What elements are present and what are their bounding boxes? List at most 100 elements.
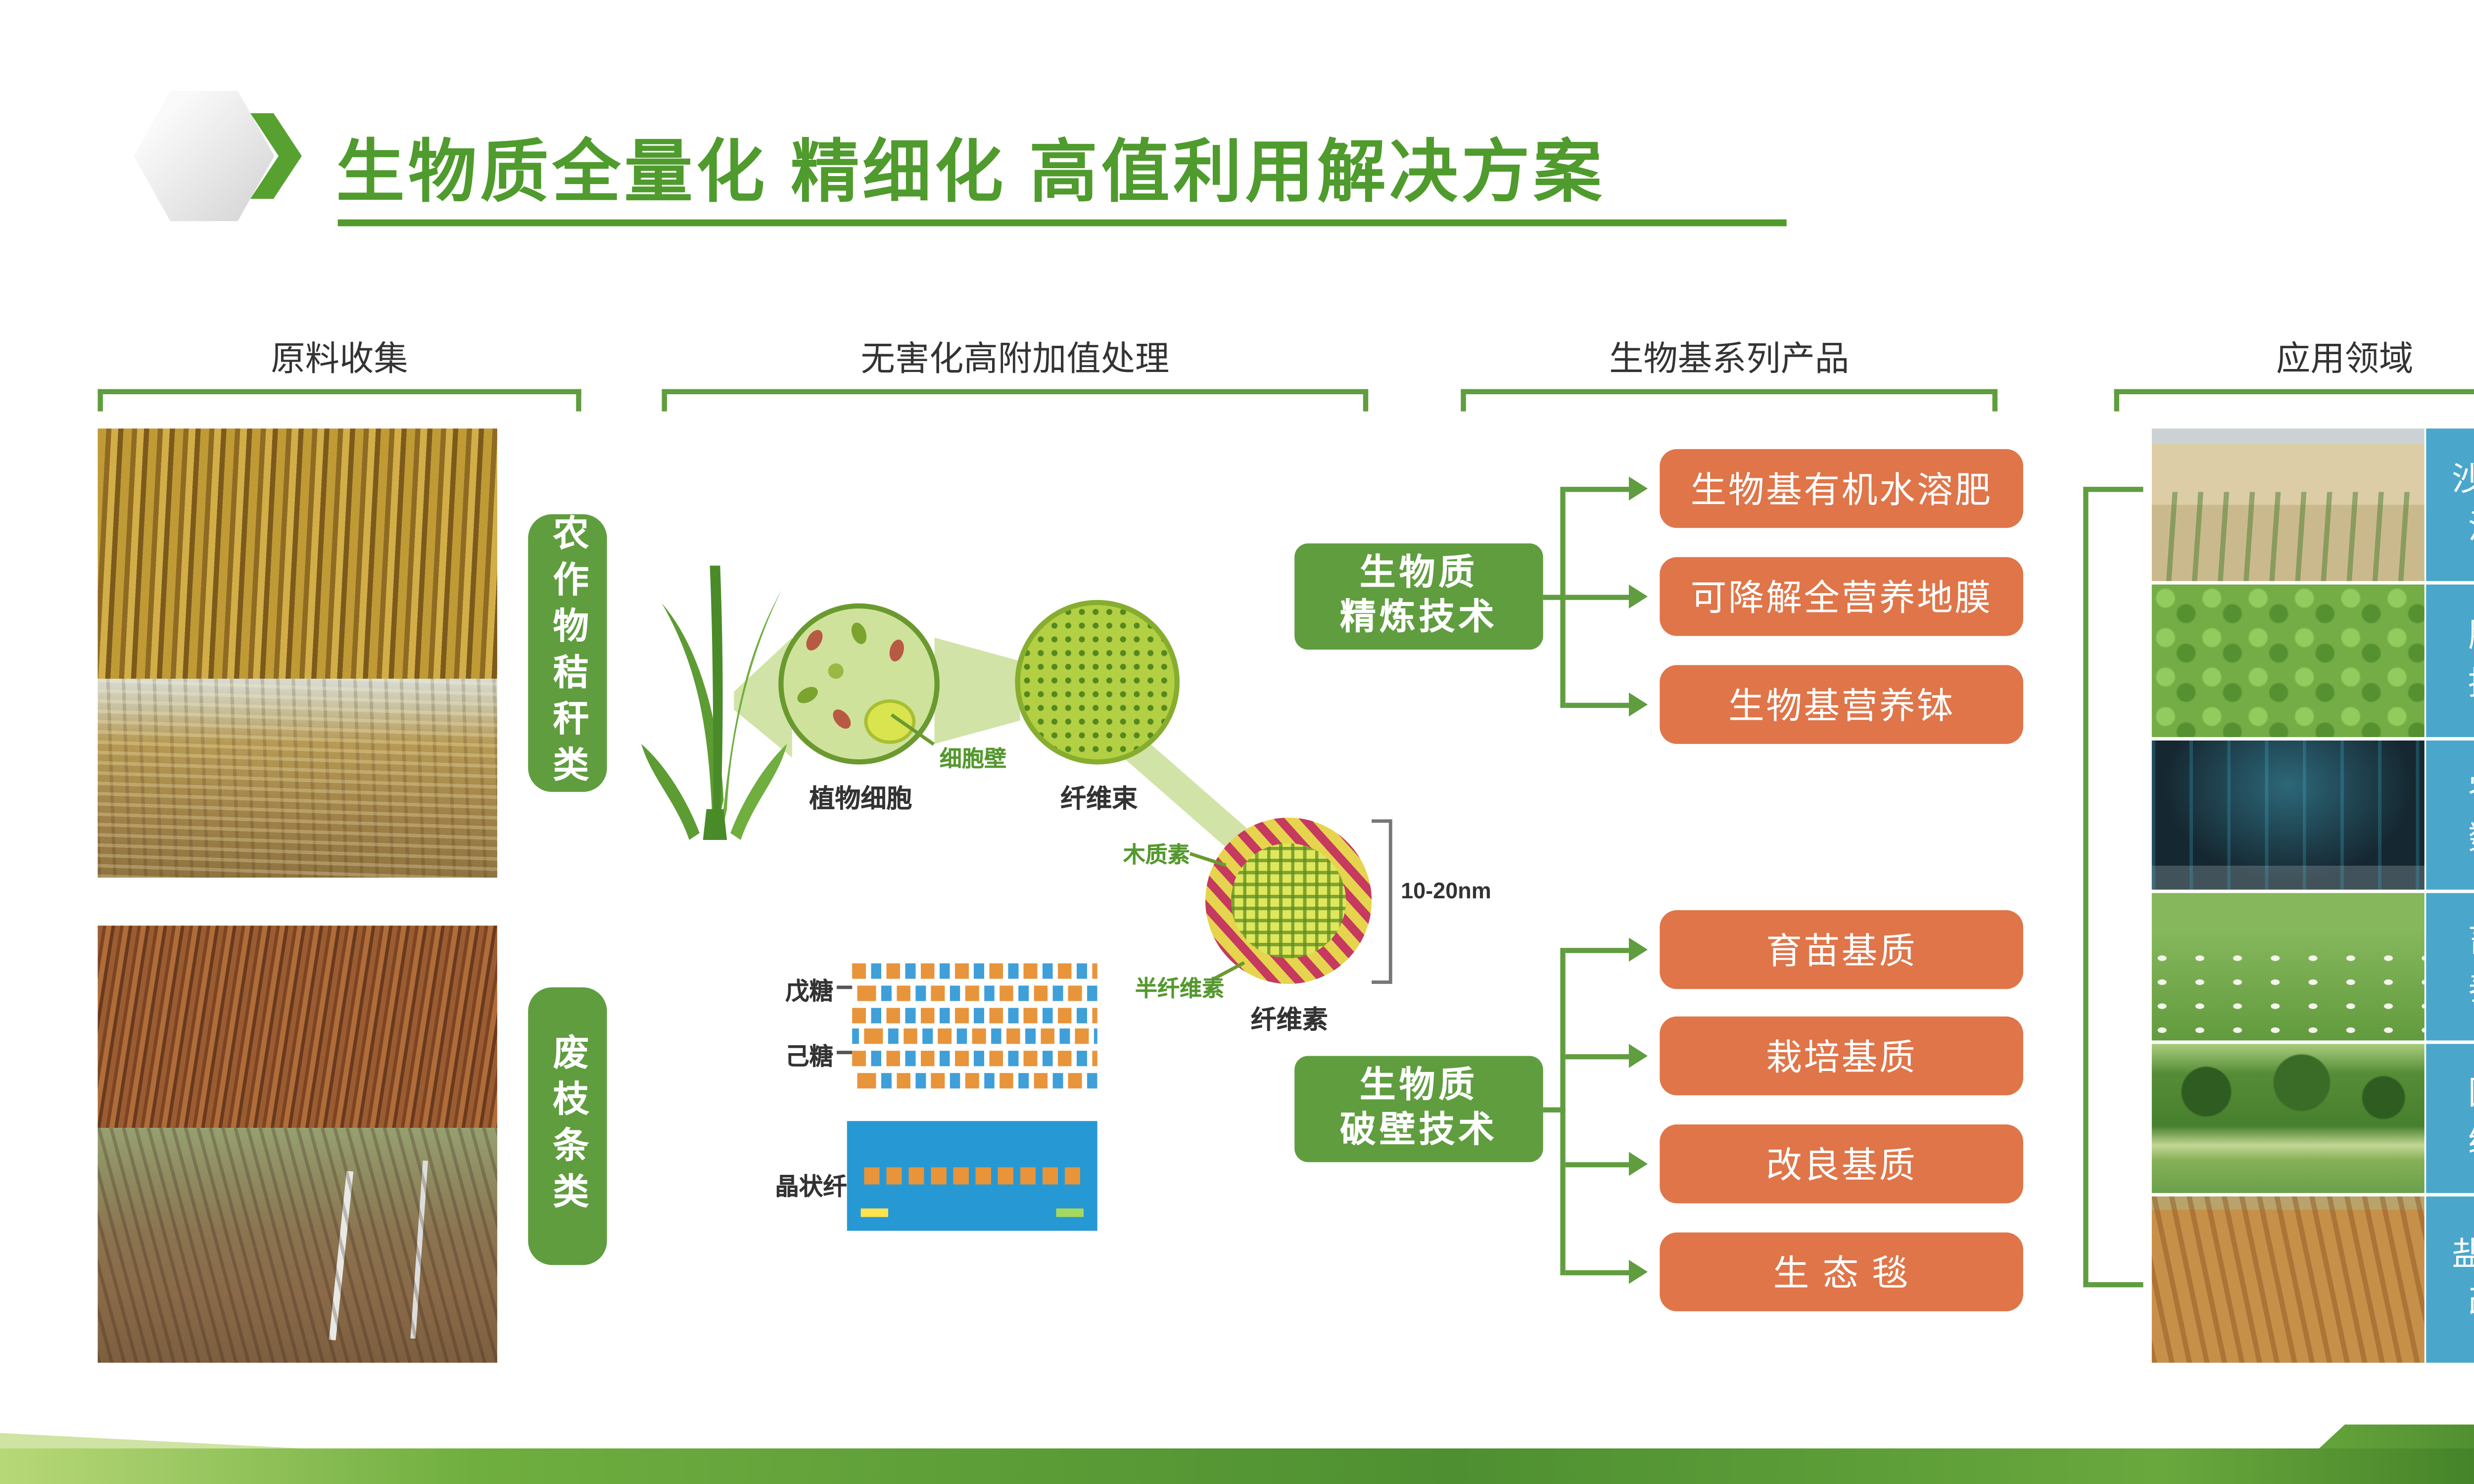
cellulose-core bbox=[1231, 843, 1346, 959]
app-label-line: 治理 bbox=[2468, 505, 2474, 552]
annotation-mark bbox=[1056, 1208, 1084, 1217]
plant-illustration bbox=[641, 565, 787, 840]
cell-nucleus bbox=[864, 699, 916, 744]
arrow-icon bbox=[1628, 1044, 1648, 1068]
fiber-bundle-label: 纤维束 bbox=[1060, 785, 1138, 814]
product-pill-nutrition-pot: 生物基营养钵 bbox=[1660, 665, 2023, 744]
hexose-label: 己糖 bbox=[785, 1042, 834, 1070]
bracket-processing bbox=[662, 389, 1369, 412]
app-label-line: 数据 bbox=[2468, 815, 2474, 862]
photo-livestock-breeding bbox=[2151, 893, 2425, 1041]
app-label-saline-soil: 盐碱地 改良 bbox=[2426, 1196, 2474, 1363]
beam-cell-to-fiber bbox=[934, 638, 1020, 744]
product-pill-eco-blanket: 生 态 毯 bbox=[1660, 1232, 2023, 1311]
header-processing: 无害化高附加值处理 bbox=[860, 341, 1170, 379]
dimension-line bbox=[1388, 819, 1392, 984]
dimension-tick bbox=[1372, 980, 1391, 983]
vine-post bbox=[411, 1160, 429, 1340]
hemicellulose-label: 半纤维素 bbox=[1135, 975, 1225, 1001]
connector-branch bbox=[1565, 1162, 1629, 1167]
app-label-livestock: 畜牧 养殖 bbox=[2426, 893, 2474, 1041]
sugar-chain-row bbox=[852, 1008, 1097, 1023]
photo-desertification-control bbox=[2151, 428, 2425, 581]
product-pill-degradable-mulch-film: 可降解全营养地膜 bbox=[1660, 557, 2023, 636]
group-label-waste-branches: 废枝条类 bbox=[528, 987, 607, 1265]
organelle-dot bbox=[829, 706, 855, 732]
bracket-products bbox=[1461, 389, 1998, 412]
app-label-line: 盐碱地 bbox=[2452, 1232, 2474, 1279]
cellulose-fiber-cross-section bbox=[1205, 817, 1372, 984]
tech-box-refining: 生物质 精炼技术 bbox=[1294, 543, 1543, 650]
header-applications: 应用领域 bbox=[2276, 341, 2414, 379]
app-label-line: 园林 bbox=[2468, 1071, 2474, 1118]
photo-corn-straw bbox=[97, 428, 497, 679]
arrow-icon bbox=[1628, 584, 1648, 609]
tech-box-line: 生物质 bbox=[1359, 553, 1478, 593]
connector-trunk bbox=[1560, 948, 1566, 1276]
organelle-dot bbox=[803, 627, 826, 653]
app-label-line: 养殖 bbox=[2468, 967, 2474, 1014]
photo-straw-bales bbox=[97, 679, 497, 878]
photo-agriculture-data bbox=[2151, 740, 2425, 890]
tech-box-wall-breaking: 生物质 破壁技术 bbox=[1294, 1056, 1543, 1162]
bracket-raw bbox=[97, 389, 581, 412]
connector-branch bbox=[1565, 1054, 1629, 1060]
lignin-label: 木质素 bbox=[1123, 841, 1190, 868]
tech-box-line: 破壁技术 bbox=[1340, 1111, 1498, 1151]
header-raw-collection: 原料收集 bbox=[271, 341, 408, 379]
cell-wall-label: 细胞壁 bbox=[939, 745, 1007, 772]
cellulose-label: 纤维素 bbox=[1250, 1006, 1328, 1035]
app-label-line: 绿化 bbox=[2468, 1118, 2474, 1165]
app-label-agriculture-data: 农业 数据 bbox=[2426, 740, 2474, 890]
dimension-tick bbox=[1372, 819, 1391, 822]
page-title: 生物质全量化 精细化 高值利用解决方案 bbox=[336, 135, 1606, 211]
photo-vine-branches bbox=[97, 1128, 497, 1363]
arrow-icon bbox=[1628, 937, 1648, 962]
connector-stub bbox=[1543, 595, 1566, 600]
product-pill-cultivation-substrate: 栽培基质 bbox=[1660, 1016, 2023, 1096]
fiber-bundle-diagram bbox=[1015, 600, 1180, 765]
connector-branch bbox=[1565, 702, 1629, 708]
apps-bracket-top-stub bbox=[2088, 487, 2143, 492]
app-label-line: 畜牧 bbox=[2468, 920, 2474, 967]
sugar-chain-row bbox=[852, 963, 1097, 979]
sugar-chain-row bbox=[852, 1028, 1097, 1044]
organelle-dot bbox=[828, 663, 844, 679]
connector-stub bbox=[1543, 1107, 1566, 1113]
photo-fertility-improvement bbox=[2151, 584, 2425, 738]
plant-cell-diagram bbox=[778, 603, 940, 765]
footer-bar bbox=[0, 1448, 2474, 1484]
arrow-icon bbox=[1628, 1152, 1648, 1176]
arrow-icon bbox=[1628, 692, 1648, 717]
photo-pruned-branches bbox=[97, 926, 497, 1128]
cellulose-chain bbox=[864, 1167, 1081, 1185]
vine-post bbox=[329, 1170, 353, 1340]
bracket-applications bbox=[2114, 389, 2474, 412]
fiber-diameter-label: 10-20nm bbox=[1401, 878, 1491, 904]
plant-cell-label: 植物细胞 bbox=[809, 785, 912, 814]
pentose-label: 戊糖 bbox=[785, 977, 834, 1005]
app-label-line: 肥力 bbox=[2468, 613, 2474, 660]
arrow-icon bbox=[1628, 476, 1648, 501]
sugar-chain-row bbox=[852, 985, 1097, 1001]
organelle-dot bbox=[849, 620, 869, 647]
connector-branch bbox=[1565, 948, 1629, 953]
hexose-dash bbox=[837, 1051, 853, 1055]
product-pill-seedling-substrate: 育苗基质 bbox=[1660, 910, 2023, 989]
annotation-mark bbox=[860, 1208, 888, 1217]
sugar-chain-row bbox=[852, 1051, 1097, 1067]
photo-landscape-greening bbox=[2151, 1044, 2425, 1193]
apps-bracket-vertical bbox=[2083, 487, 2089, 1288]
product-pill-water-soluble-fertilizer: 生物基有机水溶肥 bbox=[1660, 449, 2023, 528]
title-hexagon-icon bbox=[134, 91, 275, 222]
connector-branch bbox=[1565, 487, 1629, 492]
app-label-desertification: 沙漠化 治理 bbox=[2426, 428, 2474, 581]
arrow-icon bbox=[1628, 1259, 1648, 1284]
app-label-line: 改良 bbox=[2468, 1280, 2474, 1327]
pentose-dash bbox=[837, 985, 853, 989]
tech-box-line: 生物质 bbox=[1359, 1066, 1478, 1106]
app-label-line: 农业 bbox=[2468, 768, 2474, 815]
app-label-fertility: 肥力 提升 bbox=[2426, 584, 2474, 738]
